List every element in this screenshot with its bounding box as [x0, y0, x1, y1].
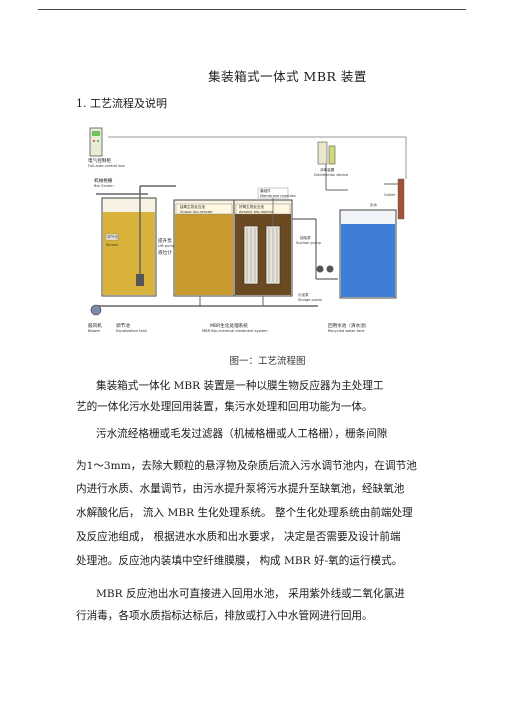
anoxic-label-cn: 缺氧生物反应池 [180, 204, 206, 209]
paragraph-2-line-4: 水解酸化后， 流入 MBR 生化处理系统。 整个生化处理系统由前端处理 [76, 507, 413, 519]
control-box-label-en: Full-auto control box [88, 164, 126, 168]
suction-pump [316, 265, 324, 273]
control-box-label-cn: 电气控制柜 [88, 157, 111, 164]
section-heading: 1. 工艺流程及说明 [76, 97, 167, 110]
lift-pump-label-en: Lift pump [158, 244, 176, 248]
eq-tank-label-cn: 调节池 [116, 322, 130, 329]
eq-tank-label-en: Equalization tank [116, 329, 148, 333]
mbr-system-label-en: MBR Bio-chemical treatment system [202, 329, 268, 333]
membrane-label-cn: 膜组件 [260, 188, 271, 193]
paragraph-2-line-3: 内进行水质、水量调节，由污水提升泵将污水提升至缺氧池，经缺氧池 [76, 483, 405, 495]
paragraph-1-line-1: 集装箱式一体化 MBR 装置是一种以膜生物反应器为主处理工 [96, 380, 384, 392]
disinfection-label-en: Disinfection device [314, 173, 349, 177]
paragraph-2-line-1: 污水流经格栅或毛发过滤器（机械格栅或人工格栅），栅条间隙 [96, 428, 388, 440]
recycled-tank-label-en: Recycled water tank [328, 329, 366, 333]
outlet-label-cn: 出水 [370, 202, 378, 207]
anoxic-label-en: Anoxic bio-reactor [180, 210, 213, 214]
sludge-pump-label-en: Sludge pump [298, 298, 323, 302]
aerobic-label-cn: 好氧生物反应池 [239, 204, 265, 209]
level-meter-label-cn: 液位计 [158, 249, 172, 256]
aerobic-label-en: Aerobic bio-reactor [239, 210, 274, 214]
figure-caption: 图一：工艺流程图 [229, 356, 306, 367]
blower [90, 304, 102, 316]
lift-pump-label-cn: 提升泵 [158, 237, 172, 244]
suction-pump-label-cn: 抽吸泵 [300, 235, 311, 240]
document-title: 集装箱式一体式 MBR 装置 [208, 69, 367, 84]
svg-text:Screen: Screen [106, 243, 118, 247]
membrane-label-en: Membrane modules [260, 194, 296, 198]
blower-label-en: Blower [88, 329, 101, 333]
paragraph-2-line-2: 为1～3mm，去除大颗粒的悬浮物及杂质后流入污水调节池内，在调节池 [76, 460, 417, 472]
disinfection-label-cn: 消毒装置 [320, 167, 335, 172]
paragraph-2-line-6: 处理池。反应池内装填中空纤维膜膜， 构成 MBR 好-氧的运行模式。 [76, 555, 403, 567]
bar-screen-label-en: Bar Screen [94, 184, 114, 188]
sludge-pump-label-cn: 污泥泵 [298, 292, 309, 297]
mbr-system-label-cn: MBR生化处理系统 [210, 322, 248, 329]
blower-label-cn: 鼓风机 [88, 322, 102, 329]
paragraph-2-line-5: 及反应池组成， 根据进水水质和出水要求， 决定是否需要及设计前端 [76, 531, 401, 543]
outlet-pipe [397, 178, 405, 220]
tank-sublabel: 调节池 [107, 234, 118, 239]
paragraph-3-line-1: MBR 反应池出水可直接进入回用水池， 采用紫外线或二氧化氯进 [96, 588, 405, 600]
paragraph-1-line-2: 艺的一体化污水处理回用装置，集污水处理和回用功能为一体。 [76, 401, 373, 413]
header-rule [38, 9, 466, 10]
outlet-label-en: Outlet [384, 193, 396, 197]
paragraph-3-line-2: 行消毒，各项水质指标达标后，排放或打入中水管网进行回用。 [76, 610, 373, 622]
suction-pump-label-en: Suction pump [296, 241, 322, 245]
process-flow-diagram: 电气控制柜 Full-auto control box 机械格栅 Bar Scr… [88, 127, 407, 333]
bar-screen-label-cn: 机械格栅 [94, 177, 113, 184]
disinfection-device [317, 141, 328, 165]
recycled-tank-label-cn: 回用水池（清水池） [328, 322, 369, 329]
